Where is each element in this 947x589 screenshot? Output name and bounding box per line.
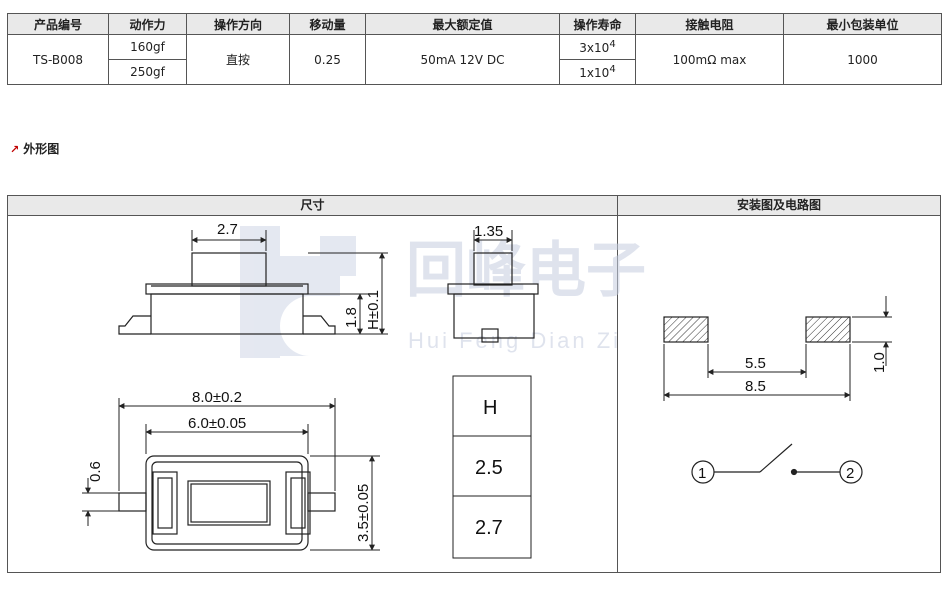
- label-height-total: H±0.1: [365, 290, 382, 330]
- label-pad-height: 1.0: [871, 352, 888, 373]
- label-pin-1: 1: [698, 465, 706, 482]
- dim-pad-spacing: [663, 344, 851, 401]
- h-table-header: H: [483, 397, 497, 419]
- arrow-icon: ↗: [10, 143, 20, 156]
- drawing-panel: 尺寸 安装图及电路图 回峰电子 Hui Feng Dian Zi: [7, 195, 941, 573]
- header-direction: 操作方向: [186, 13, 290, 35]
- panel-header-dimensions: 尺寸: [8, 196, 617, 216]
- pad-right: [805, 316, 851, 343]
- panel-divider: [617, 196, 618, 572]
- life-1-base: 3x10: [579, 41, 610, 55]
- table-row: 250gf 1x104: [8, 59, 942, 85]
- header-min-pack: 最小包装单位: [783, 13, 942, 35]
- watermark-brand: 回峰电子: [406, 236, 646, 306]
- cell-direction: 直按: [186, 34, 290, 85]
- dim-side-top-width: [191, 230, 267, 251]
- h-variant-table: [452, 375, 532, 559]
- header-life: 操作寿命: [559, 13, 636, 35]
- life-2-exponent: 4: [609, 64, 616, 75]
- dim-body-width: [310, 455, 380, 551]
- switch-contact-icon: [759, 443, 793, 473]
- cell-life-1: 3x104: [559, 34, 636, 60]
- technical-drawing: 回峰电子 Hui Feng Dian Zi 2.7 1.8 H±0.1: [82, 221, 892, 559]
- watermark: 回峰电子 Hui Feng Dian Zi: [240, 226, 646, 358]
- life-2-base: 1x10: [579, 66, 610, 80]
- label-body-length: 6.0±0.05: [188, 415, 246, 432]
- circuit-diagram: [691, 443, 863, 484]
- label-pin-2: 2: [846, 465, 854, 482]
- cell-min-pack: 1000: [783, 34, 942, 85]
- header-rating: 最大额定值: [365, 13, 560, 35]
- section-title: ↗外形图: [10, 140, 59, 157]
- dim-front-width: [473, 230, 513, 251]
- cell-resistance: 100mΩ max: [635, 34, 784, 85]
- watermark-logo-icon: [240, 226, 356, 358]
- cell-rating: 50mA 12V DC: [365, 34, 560, 85]
- cell-travel: 0.25: [289, 34, 366, 85]
- dim-heights: [308, 252, 388, 335]
- dim-overall-length: [118, 398, 336, 491]
- spec-header-row: 产品编号 动作力 操作方向 移动量 最大额定值 操作寿命 接触电阻 最小包装单位: [7, 13, 942, 35]
- section-title-text: 外形图: [23, 142, 60, 156]
- dim-pad-height: [852, 296, 892, 366]
- cell-force-2: 250gf: [108, 59, 187, 85]
- pin-2-circle: [839, 460, 863, 484]
- top-view-drawing: [118, 455, 336, 551]
- label-front-width: 1.35: [474, 223, 503, 240]
- header-travel: 移动量: [289, 13, 366, 35]
- label-overall-length: 8.0±0.2: [192, 389, 242, 406]
- label-pin-width: 0.6: [87, 461, 104, 482]
- pad-left: [663, 316, 709, 343]
- dim-body-length: [145, 424, 309, 454]
- label-pad-spacing-outer: 8.5: [745, 378, 766, 395]
- label-pad-spacing-inner: 5.5: [745, 355, 766, 372]
- h-table-value-1: 2.5: [475, 457, 503, 479]
- mounting-pads: [663, 316, 851, 343]
- label-body-width: 3.5±0.05: [355, 484, 372, 542]
- label-height-body: 1.8: [343, 307, 360, 328]
- watermark-pinyin: Hui Feng Dian Zi: [408, 328, 621, 353]
- label-side-top-width: 2.7: [217, 221, 238, 238]
- table-row: TS-B008 160gf 直按 0.25 50mA 12V DC 3x104 …: [7, 34, 942, 85]
- cell-model: TS-B008: [7, 34, 109, 85]
- spec-table: 产品编号 动作力 操作方向 移动量 最大额定值 操作寿命 接触电阻 最小包装单位…: [7, 13, 942, 85]
- panel-header-mounting: 安装图及电路图: [618, 196, 940, 216]
- header-model: 产品编号: [7, 13, 109, 35]
- front-view-drawing: [447, 252, 539, 343]
- h-table-value-2: 2.7: [475, 517, 503, 539]
- life-1-exponent: 4: [609, 39, 616, 50]
- cell-force-1: 160gf: [108, 34, 187, 60]
- dim-pin-width: [82, 478, 119, 526]
- header-resistance: 接触电阻: [635, 13, 784, 35]
- cell-life-2: 1x104: [559, 59, 636, 85]
- side-view-drawing: [118, 252, 336, 335]
- header-force: 动作力: [108, 13, 187, 35]
